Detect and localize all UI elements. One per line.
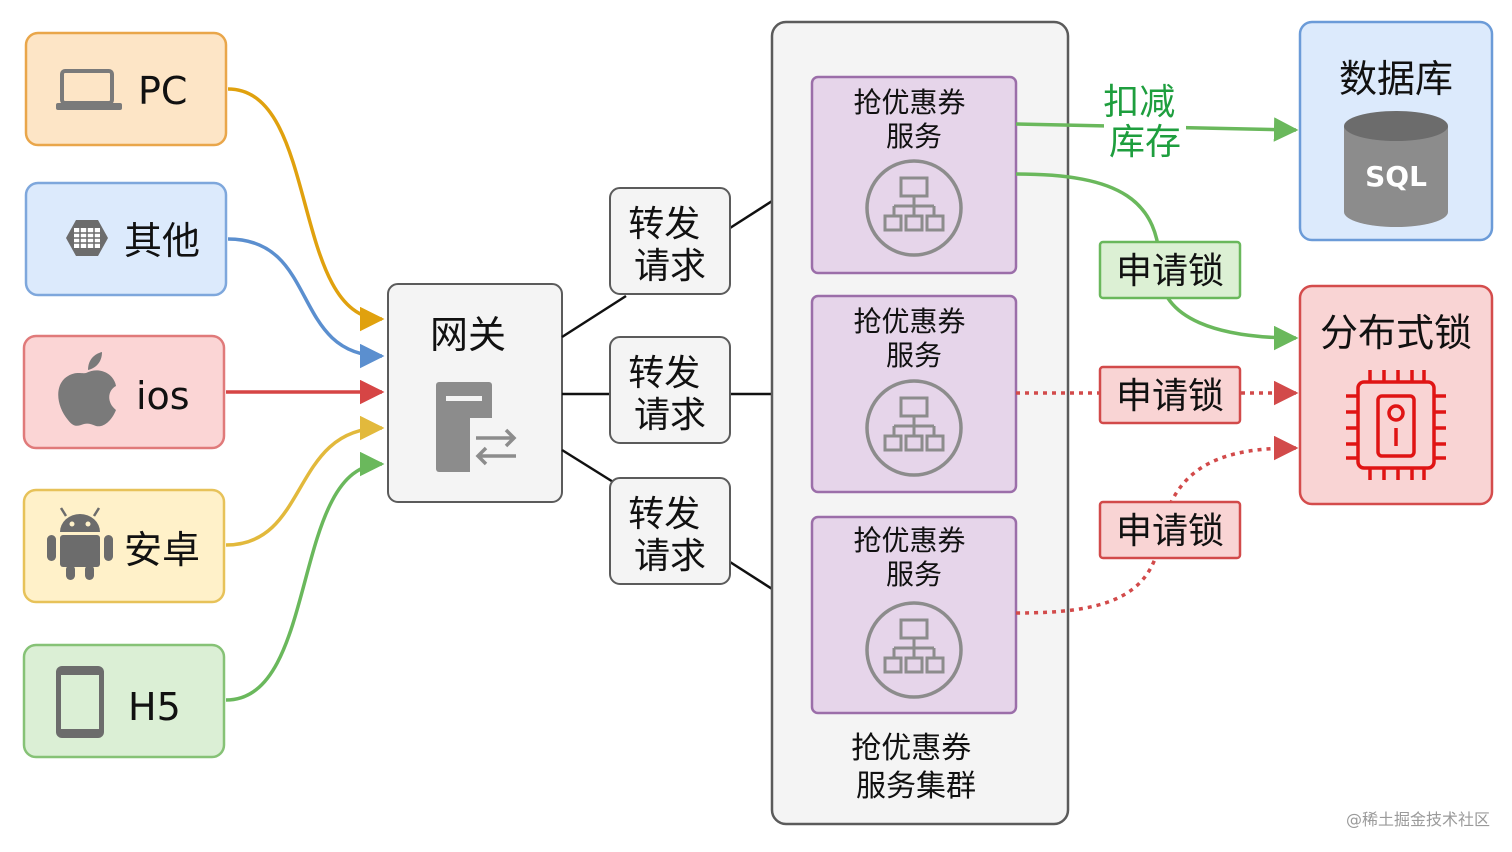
lock-request-label-1: 申请锁 — [1098, 240, 1242, 300]
arrow-pc-to-gateway — [227, 87, 385, 332]
forward-label-1: 转发 请求 — [628, 204, 711, 287]
service-label-line: 抢优惠券 — [854, 86, 966, 119]
client-label-ios: ios — [136, 374, 190, 418]
forward-label-line: 请求 — [634, 536, 706, 577]
server-icon — [436, 382, 522, 472]
database-node: 数据库 SQL — [1298, 20, 1494, 242]
forward-label-line: 请求 — [634, 395, 706, 436]
client-ios: ios — [22, 334, 226, 450]
forward-request-box-2: 转发 请求 — [609, 336, 731, 444]
service-node-1: 抢优惠券 服务 — [810, 75, 1018, 275]
forward-request-box-3: 转发 请求 — [609, 477, 731, 585]
apple-icon — [58, 352, 116, 427]
client-label-other: 其他 — [124, 219, 200, 263]
cluster-label-line: 抢优惠券 — [851, 731, 971, 766]
database-cylinder-icon: SQL — [1344, 111, 1448, 227]
hexagon-grid-icon — [66, 220, 108, 256]
cluster-label-line: 服务集群 — [856, 769, 976, 804]
client-other: 其他 — [24, 181, 228, 297]
lock-request-text: 申请锁 — [1116, 251, 1224, 292]
service-label-line: 抢优惠券 — [854, 524, 966, 557]
service-label-line: 抢优惠券 — [854, 305, 966, 338]
service-node-3: 抢优惠券 服务 — [810, 515, 1018, 715]
android-icon — [47, 507, 113, 580]
mobile-phone-icon — [56, 666, 104, 738]
service-node-2: 抢优惠券 服务 — [810, 294, 1018, 494]
forward-request-box-1: 转发 请求 — [609, 187, 731, 295]
arrow-other-to-gateway — [227, 237, 385, 369]
client-label-pc: PC — [138, 69, 187, 113]
gateway-label: 网关 — [430, 313, 506, 357]
service-label-2: 抢优惠券 服务 — [854, 305, 975, 372]
watermark: @稀土掘金技术社区 — [1345, 810, 1490, 829]
arrow-h5-to-gateway — [225, 451, 385, 702]
client-label-android: 安卓 — [124, 528, 200, 572]
service-label-line: 服务 — [886, 339, 942, 372]
database-icon-text: SQL — [1365, 160, 1427, 193]
service-label-1: 抢优惠券 服务 — [854, 86, 975, 153]
distributed-lock-node: 分布式锁 — [1298, 284, 1494, 506]
forward-label-line: 转发 — [628, 353, 700, 394]
service-label-line: 服务 — [886, 120, 942, 153]
service-label-3: 抢优惠券 服务 — [854, 524, 975, 591]
arrow-android-to-gateway — [225, 415, 385, 547]
deduct-stock-connection: 扣减 库存 — [1015, 82, 1299, 163]
distributed-lock-title: 分布式锁 — [1320, 311, 1472, 355]
client-label-h5: H5 — [128, 685, 181, 729]
forward-label-line: 请求 — [634, 246, 706, 287]
laptop-icon — [56, 69, 122, 110]
forward-label-line: 转发 — [628, 494, 700, 535]
client-android: 安卓 — [22, 488, 226, 604]
database-title: 数据库 — [1339, 57, 1453, 101]
service-label-line: 服务 — [886, 558, 942, 591]
gateway-node: 网关 — [387, 283, 563, 503]
forward-label-3: 转发 请求 — [628, 494, 711, 577]
client-h5: H5 — [22, 643, 226, 759]
deduct-stock-label: 扣减 库存 — [1103, 82, 1186, 163]
deduct-label-line: 库存 — [1109, 122, 1181, 163]
client-pc: PC — [24, 31, 228, 147]
client-arrows — [225, 87, 385, 702]
forward-label-line: 转发 — [628, 204, 700, 245]
cluster-label: 抢优惠券 服务集群 — [851, 731, 981, 804]
deduct-label-line: 扣减 — [1103, 82, 1175, 123]
chip-lock-icon — [1346, 370, 1446, 480]
lock-request-label-3: 申请锁 — [1098, 500, 1242, 560]
forward-label-2: 转发 请求 — [628, 353, 711, 436]
lock-request-text: 申请锁 — [1116, 376, 1224, 417]
lock-request-text: 申请锁 — [1116, 511, 1224, 552]
lock-request-label-2: 申请锁 — [1098, 365, 1242, 425]
